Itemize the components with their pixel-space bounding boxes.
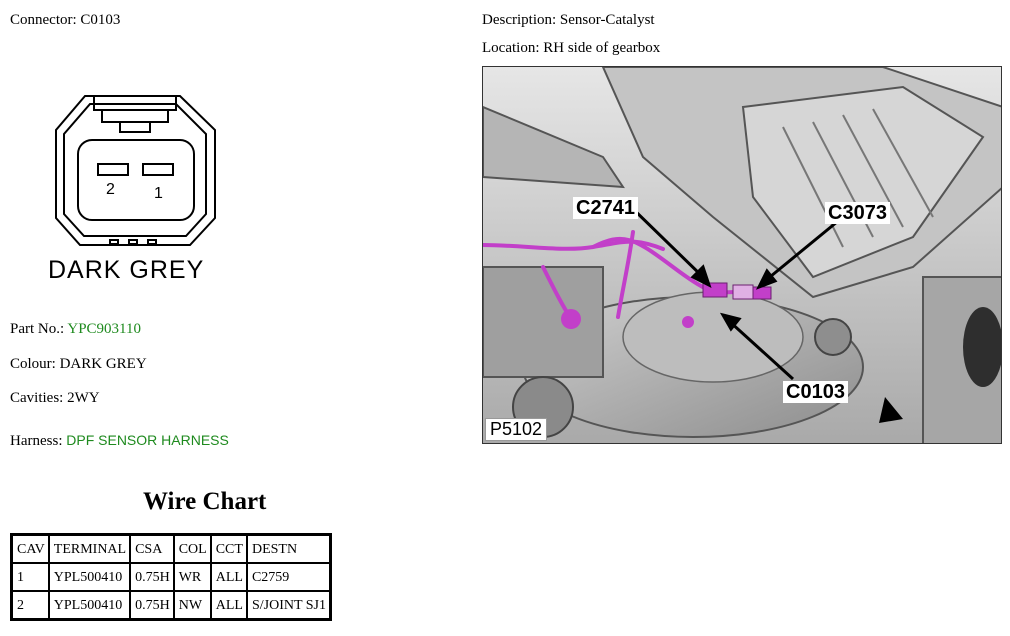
table-row: 1 YPL500410 0.75H WR ALL C2759 [10, 562, 332, 592]
cell-cav: 2 [10, 590, 50, 621]
connector-face-diagram: 2 1 DARK GREY [48, 95, 216, 284]
harness-link[interactable]: DPF SENSOR HARNESS [66, 432, 229, 448]
cell-terminal: YPL500410 [47, 590, 132, 621]
description-line: Description: Sensor-Catalyst [482, 12, 655, 29]
header-col: COL [172, 533, 212, 564]
description-value: Sensor-Catalyst [559, 12, 655, 28]
cell-col: WR [172, 562, 212, 592]
description-label: Description: [482, 12, 557, 28]
header-destn: DESTN [245, 533, 332, 564]
wire-chart-title: Wire Chart [143, 488, 267, 515]
cell-cct: ALL [209, 562, 248, 592]
cell-cav: 1 [10, 562, 50, 592]
cavities-label: Cavities: [10, 390, 64, 406]
cavities-line: Cavities: 2WY [10, 390, 100, 407]
part-no-label: Part No.: [10, 321, 65, 337]
location-line: Location: RH side of gearbox [482, 40, 660, 57]
label-c2741: C2741 [573, 197, 638, 219]
cell-destn: S/JOINT SJ1 [245, 590, 332, 621]
photo-reference: P5102 [485, 418, 548, 441]
connector-label: Connector: [10, 12, 77, 28]
table-row: 2 YPL500410 0.75H NW ALL S/JOINT SJ1 [10, 590, 332, 621]
colour-line: Colour: DARK GREY [10, 356, 147, 373]
harness-line: Harness: DPF SENSOR HARNESS [10, 432, 229, 450]
location-label: Location: [482, 40, 540, 56]
cell-csa: 0.75H [129, 562, 175, 592]
location-value: RH side of gearbox [543, 40, 661, 56]
connector-line: Connector: C0103 [10, 12, 120, 29]
cell-cct: ALL [209, 590, 248, 621]
cell-terminal: YPL500410 [47, 562, 132, 592]
diagram-colour-caption: DARK GREY [48, 256, 204, 284]
part-no-line: Part No.: YPC903110 [10, 321, 141, 338]
wire-chart-table: CAV TERMINAL CSA COL CCT DESTN 1 YPL5004… [10, 533, 332, 621]
cell-col: NW [172, 590, 212, 621]
header-terminal: TERMINAL [47, 533, 132, 564]
location-photo: C2741 C3073 C0103 P5102 [482, 66, 1002, 444]
header-csa: CSA [129, 533, 175, 564]
header-cav: CAV [10, 533, 50, 564]
pin-2-number: 2 [106, 181, 115, 198]
cell-csa: 0.75H [129, 590, 175, 621]
pin-1-number: 1 [154, 185, 163, 202]
harness-label: Harness: [10, 433, 63, 449]
vehicle-underbody-illustration [483, 67, 1001, 443]
cavities-value: 2WY [67, 390, 100, 406]
colour-label: Colour: [10, 356, 56, 372]
cell-destn: C2759 [245, 562, 332, 592]
part-no-link[interactable]: YPC903110 [67, 321, 141, 337]
label-c0103: C0103 [783, 381, 848, 403]
label-c3073: C3073 [825, 202, 890, 224]
wire-chart-header-row: CAV TERMINAL CSA COL CCT DESTN [10, 533, 332, 564]
colour-value: DARK GREY [59, 356, 147, 372]
header-cct: CCT [209, 533, 248, 564]
connector-value: C0103 [80, 12, 121, 28]
